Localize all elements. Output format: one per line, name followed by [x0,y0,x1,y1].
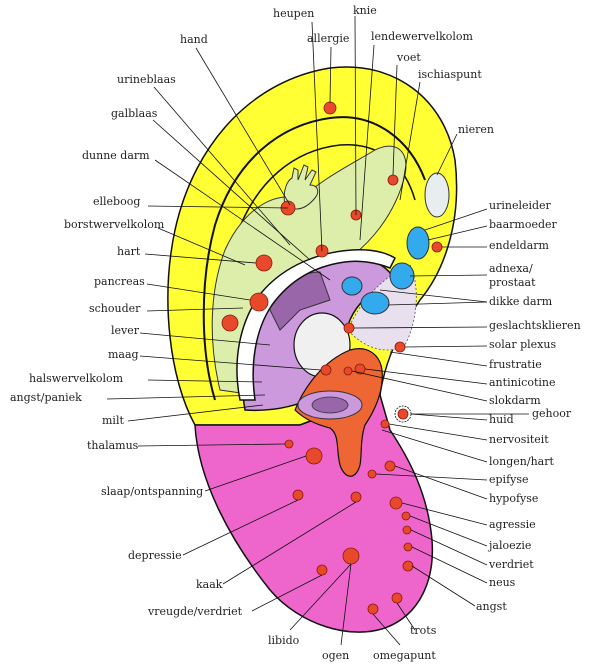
leader-lines [106,15,529,646]
label-depressie: depressie [128,549,182,562]
point-omegapunt[interactable] [367,603,379,615]
label-urineblaas: urineblaas [117,73,176,86]
label-urineleider: urineleider [489,199,552,212]
label-omegapunt: omegapunt [373,649,436,662]
point-kaak[interactable] [350,491,362,503]
label-maag: maag [108,348,139,361]
label-verdriet: verdriet [488,558,534,571]
label-angst: angst [476,600,507,613]
point-angst[interactable] [402,560,414,572]
label-hart: hart [117,245,141,258]
label-trots: trots [410,624,437,637]
label-heupen: heupen [273,7,314,20]
point-neus[interactable] [403,542,413,552]
label-ischiaspunt: ischiaspunt [418,68,482,81]
point-epifyse[interactable] [367,469,377,479]
label-antinicotine: antinicotine [489,376,556,389]
label-pancreas: pancreas [94,275,145,288]
point-lever[interactable] [221,314,239,332]
label-dunne-darm: dunne darm [82,149,150,162]
label-libido: libido [268,634,300,647]
label-huid: huid [489,413,514,426]
label-gehoor: gehoor [532,407,572,420]
label-agressie: agressie [489,518,536,531]
point-pancreas[interactable] [249,292,269,312]
ridge-band [236,249,396,401]
label-angst-paniek: angst/paniek [10,391,82,404]
label-slokdarm: slokdarm [489,394,541,407]
label-slaap: slaap/ontspanning [101,485,203,498]
lung-oval-inner [311,396,349,414]
label-allergie: allergie [307,32,349,45]
label-nieren: nieren [458,123,494,136]
point-agressie[interactable] [389,496,403,510]
point-voet[interactable] [387,174,399,186]
label-hand: hand [180,33,208,46]
point-hypofyse[interactable] [384,460,396,472]
colon-shape-2 [341,276,363,296]
point-allergie[interactable] [323,101,337,115]
label-borstwervelkolom: borstwervelkolom [64,218,165,231]
label-milt: milt [102,414,124,427]
point-slaap[interactable] [305,447,323,465]
labels: heupen knie hand allergie lendewervelkol… [10,4,581,662]
label-vreugde: vreugde/verdriet [147,605,243,618]
label-kaak: kaak [196,578,223,591]
point-vreugde[interactable] [316,564,328,576]
point-trots[interactable] [391,592,403,604]
point-hart[interactable] [255,254,273,272]
label-endeldarm: endeldarm [489,239,550,252]
point-ogen[interactable] [342,547,360,565]
label-lever: lever [111,324,140,337]
label-voet: voet [396,51,421,64]
label-hypofyse: hypofyse [489,492,538,505]
point-endeldarm[interactable] [431,241,443,253]
point-geslachtsklieren[interactable] [343,322,355,334]
point-thalamus[interactable] [284,439,294,449]
label-longen-hart: longen/hart [489,455,554,468]
label-ogen: ogen [322,649,349,662]
point-slokdarm[interactable] [343,366,353,376]
point-solar-plexus[interactable] [394,341,406,353]
label-schouder: schouder [89,302,141,315]
ureter-shape [406,226,430,260]
label-knie: knie [353,4,377,17]
colon-shape [360,291,390,315]
label-nervositeit: nervositeit [489,433,549,446]
label-adnexa: adnexa/ [489,262,533,275]
label-lendewervelkolom: lendewervelkolom [371,30,474,43]
label-prostaat: prostaat [489,276,536,289]
label-jaloezie: jaloezie [487,539,531,552]
label-solar-plexus: solar plexus [489,338,556,351]
label-elleboog: elleboog [93,195,140,208]
point-depressie[interactable] [292,489,304,501]
label-neus: neus [489,576,516,589]
antihelix-outline [202,116,426,401]
label-baarmoeder: baarmoeder [489,218,558,231]
point-verdriet[interactable] [402,525,412,535]
label-epifyse: epifyse [489,473,529,486]
point-maag[interactable] [320,364,332,376]
point-huid[interactable] [397,408,409,420]
acupoints [221,101,443,615]
label-geslachtsklieren: geslachtsklieren [489,319,581,332]
label-halswervelkolom: halswervelkolom [29,372,124,385]
label-dikke-darm: dikke darm [489,295,553,308]
label-thalamus: thalamus [87,439,139,452]
point-nervositeit[interactable] [380,419,390,429]
label-galblaas: galblaas [111,107,158,120]
label-frustratie: frustratie [489,358,542,371]
kidney-shape [424,172,450,218]
point-jaloezie[interactable] [401,511,411,521]
hand-doodle [283,164,319,210]
